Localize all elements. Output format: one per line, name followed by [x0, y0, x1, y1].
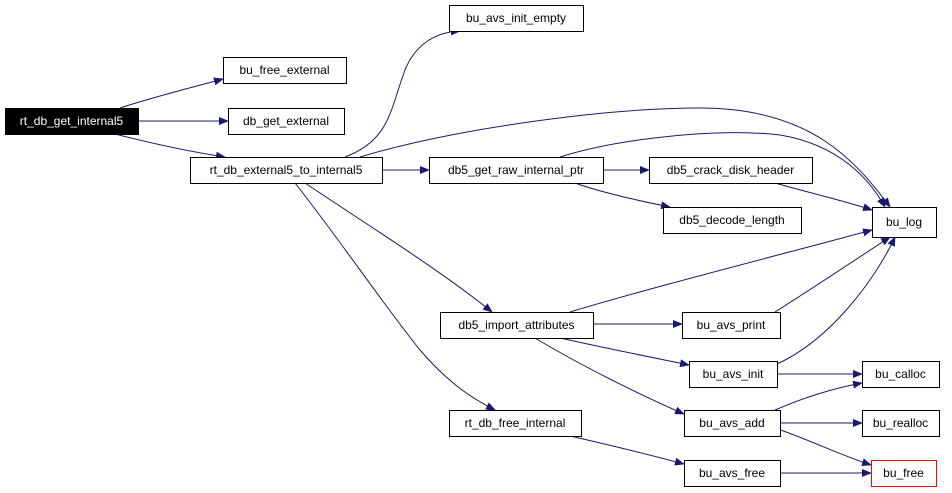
edge-bu_avs_add-to-bu_calloc: [774, 380, 863, 411]
edge-rt_db_external5_to_internal5-to-rt_db_free_internal: [294, 182, 496, 411]
node-label: bu_free_external: [239, 63, 329, 77]
node-db5-get-raw-internal-ptr[interactable]: db5_get_raw_internal_ptr: [429, 157, 604, 184]
node-label: db5_decode_length: [679, 213, 784, 227]
node-label: bu_avs_free: [699, 466, 765, 480]
edge-bu_avs_init-to-bu_log: [776, 236, 896, 365]
node-label: rt_db_free_internal: [465, 416, 566, 430]
node-bu-free-external[interactable]: bu_free_external: [223, 57, 347, 84]
edge-rt_db_get_internal5-to-rt_db_external5_to_internal5: [114, 133, 226, 160]
edge-rt_db_external5_to_internal5-to-bu_avs_init_empty: [344, 27, 461, 158]
node-label: bu_free: [883, 466, 924, 480]
node-label: db5_crack_disk_header: [667, 163, 794, 177]
node-bu-calloc[interactable]: bu_calloc: [862, 361, 940, 388]
edge-bu_avs_add-to-bu_free: [774, 427, 872, 467]
node-label: db_get_external: [243, 114, 329, 128]
nodes: rt_db_get_internal5 bu_free_external db_ge…: [5, 5, 940, 487]
edge-rt_db_free_internal-to-bu_avs_free: [569, 435, 685, 466]
node-label: bu_calloc: [875, 367, 926, 381]
node-label: db5_import_attributes: [458, 318, 574, 332]
node-bu-avs-add[interactable]: bu_avs_add: [684, 410, 781, 437]
edge-rt_db_external5_to_internal5-to-db5_import_attributes: [304, 182, 493, 313]
node-label: bu_avs_init_empty: [466, 11, 566, 25]
node-bu-realloc[interactable]: bu_realloc: [862, 410, 940, 437]
node-label: rt_db_external5_to_internal5: [210, 163, 363, 177]
edge-db5_import_attributes-to-bu_avs_add: [534, 337, 685, 415]
edge-db5_get_raw_internal_ptr-to-bu_log: [559, 132, 886, 208]
edge-db5_import_attributes-to-bu_avs_init: [559, 337, 690, 368]
node-label: bu_avs_add: [699, 416, 764, 430]
node-db5-decode-length[interactable]: db5_decode_length: [663, 207, 802, 234]
node-bu-avs-init[interactable]: bu_avs_init: [689, 361, 778, 388]
edge-rt_db_external5_to_internal5-to-bu_log: [359, 107, 891, 208]
node-label: bu_avs_init: [703, 367, 764, 381]
node-bu-avs-free[interactable]: bu_avs_free: [684, 460, 781, 487]
node-label: bu_log: [886, 215, 922, 229]
node-rt-db-free-internal[interactable]: rt_db_free_internal: [449, 410, 582, 437]
edge-db5_get_raw_internal_ptr-to-db5_decode_length: [574, 182, 671, 210]
node-rt-db-external5-to-internal5[interactable]: rt_db_external5_to_internal5: [190, 157, 383, 184]
edge-db5_import_attributes-to-bu_log: [569, 228, 873, 313]
node-db5-crack-disk-header[interactable]: db5_crack_disk_header: [649, 157, 813, 184]
node-label: db5_get_raw_internal_ptr: [448, 163, 584, 177]
edge-rt_db_get_internal5-to-bu_free_external: [119, 77, 224, 109]
node-label: bu_avs_print: [697, 318, 766, 332]
edges: [114, 27, 896, 477]
edge-db5_crack_disk_header-to-bu_log: [774, 182, 873, 211]
node-bu-free[interactable]: bu_free: [871, 460, 937, 487]
node-bu-log[interactable]: bu_log: [872, 207, 937, 238]
node-db5-import-attributes[interactable]: db5_import_attributes: [440, 312, 594, 339]
node-label: bu_realloc: [873, 416, 928, 430]
edge-bu_avs_print-to-bu_log: [774, 236, 891, 313]
node-label: rt_db_get_internal5: [20, 114, 124, 128]
node-db-get-external[interactable]: db_get_external: [228, 108, 345, 135]
node-rt-db-get-internal5[interactable]: rt_db_get_internal5: [5, 108, 139, 135]
node-bu-avs-init-empty[interactable]: bu_avs_init_empty: [449, 5, 584, 32]
node-bu-avs-print[interactable]: bu_avs_print: [682, 312, 781, 339]
